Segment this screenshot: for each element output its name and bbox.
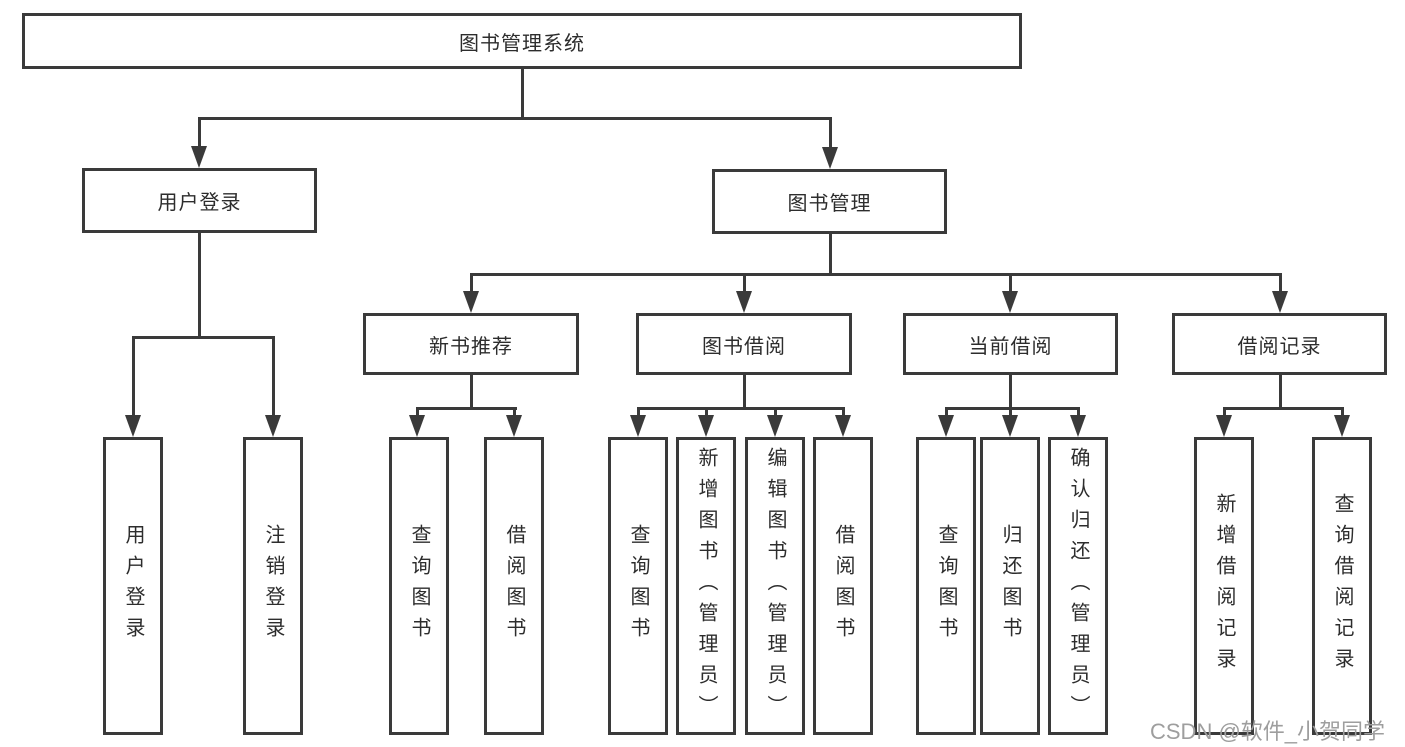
arrow-down-icon	[506, 415, 522, 437]
leaf-query-books-recommend-label: 查询图书	[408, 524, 430, 648]
leaf-borrow-books-recommend-label: 借阅图书	[503, 524, 525, 648]
leaf-query-books-borrow: 查询图书	[608, 437, 668, 735]
edge-drop-new-book-line	[469, 273, 473, 291]
edge-new-book-rail-line	[415, 407, 517, 410]
leaf-edit-book-admin: 编辑图书（管理员）	[745, 437, 805, 735]
leaf-add-borrow-record: 新增借阅记录	[1194, 437, 1254, 735]
node-book-borrow: 图书借阅	[636, 313, 852, 375]
watermark-text: CSDN @软件_小贺同学	[1150, 719, 1386, 744]
node-root-label: 图书管理系统	[459, 32, 585, 55]
edge-drop-line	[1222, 407, 1226, 415]
edge-drop-line	[512, 407, 516, 415]
edge-drop-line	[1008, 407, 1012, 415]
edge-drop-current-borrow-line	[1008, 273, 1012, 291]
edge-drop-line	[636, 407, 640, 415]
arrow-down-icon	[835, 415, 851, 437]
leaf-query-books-recommend: 查询图书	[389, 437, 449, 735]
arrow-down-icon	[1216, 415, 1232, 437]
edge-drop-user-login-line	[197, 117, 201, 146]
leaf-confirm-return-admin-label: 确认归还（管理员）	[1067, 446, 1089, 726]
node-new-book-recommend: 新书推荐	[363, 313, 579, 375]
edge-drop-line	[841, 407, 845, 415]
edge-borrow-records-stem-line	[1278, 375, 1282, 407]
node-book-management: 图书管理	[712, 169, 947, 234]
leaf-user-login: 用户登录	[103, 437, 163, 735]
arrow-down-icon	[698, 415, 714, 437]
arrow-down-icon	[1002, 415, 1018, 437]
edge-user-login-rail-line	[131, 336, 275, 339]
edge-book-management-stem-line	[828, 234, 832, 273]
arrow-down-icon	[1002, 291, 1018, 313]
node-book-borrow-label: 图书借阅	[702, 335, 786, 358]
leaf-borrow-books-recommend: 借阅图书	[484, 437, 544, 735]
edge-book-management-rail-line	[469, 273, 1282, 276]
arrow-down-icon	[938, 415, 954, 437]
edge-root-rail-line	[197, 117, 832, 120]
leaf-query-borrow-record: 查询借阅记录	[1312, 437, 1372, 735]
edge-user-login-stem-line	[197, 233, 201, 336]
arrow-down-icon	[630, 415, 646, 437]
node-book-management-label: 图书管理	[787, 193, 872, 215]
edge-book-borrow-rail-line	[636, 407, 845, 410]
leaf-add-book-admin-label: 新增图书（管理员）	[695, 446, 717, 726]
edge-drop-line	[415, 407, 419, 415]
leaf-query-borrow-record-label: 查询借阅记录	[1331, 493, 1353, 679]
arrow-down-icon	[125, 415, 141, 437]
edge-new-book-stem-line	[469, 375, 473, 407]
node-root: 图书管理系统	[22, 13, 1022, 69]
leaf-return-books-label: 归还图书	[999, 524, 1021, 648]
leaf-logout-label: 注销登录	[262, 524, 284, 648]
leaf-borrow-books-label: 借阅图书	[832, 524, 854, 648]
leaf-borrow-books: 借阅图书	[813, 437, 873, 735]
leaf-query-books-current-label: 查询图书	[935, 524, 957, 648]
arrow-down-icon	[265, 415, 281, 437]
edge-drop-borrow-records-line	[1278, 273, 1282, 291]
node-current-borrow: 当前借阅	[903, 313, 1118, 375]
node-user-login: 用户登录	[82, 168, 317, 233]
leaf-add-book-admin: 新增图书（管理员）	[676, 437, 736, 735]
leaf-query-books-borrow-label: 查询图书	[627, 524, 649, 648]
leaf-return-books: 归还图书	[980, 437, 1040, 735]
node-borrow-records-label: 借阅记录	[1237, 335, 1322, 358]
arrow-down-icon	[1070, 415, 1086, 437]
edge-drop-line	[704, 407, 708, 415]
arrow-down-icon	[822, 147, 838, 169]
edge-borrow-records-rail-line	[1222, 407, 1344, 410]
arrow-down-icon	[191, 146, 207, 168]
leaf-add-borrow-record-label: 新增借阅记录	[1213, 493, 1235, 679]
edge-drop-line	[944, 407, 948, 415]
arrow-down-icon	[767, 415, 783, 437]
edge-drop-line	[1076, 407, 1080, 415]
arrow-down-icon	[1334, 415, 1350, 437]
leaf-confirm-return-admin: 确认归还（管理员）	[1048, 437, 1108, 735]
edge-drop-leaf-user-login-line	[131, 336, 135, 415]
node-new-book-recommend-label: 新书推荐	[429, 335, 513, 358]
leaf-query-books-current: 查询图书	[916, 437, 976, 735]
leaf-logout: 注销登录	[243, 437, 303, 735]
edge-current-borrow-stem-line	[1008, 375, 1012, 407]
arrow-down-icon	[1272, 291, 1288, 313]
edge-root-stem-line	[520, 69, 524, 117]
arrow-down-icon	[736, 291, 752, 313]
edge-drop-book-borrow-line	[742, 273, 746, 291]
arrow-down-icon	[463, 291, 479, 313]
edge-drop-leaf-logout-line	[271, 336, 275, 415]
edge-book-borrow-stem-line	[742, 375, 746, 407]
edge-drop-book-management-line	[828, 117, 832, 147]
edge-drop-line	[1340, 407, 1344, 415]
node-user-login-label: 用户登录	[157, 192, 242, 214]
edge-current-borrow-rail-line	[944, 407, 1080, 410]
leaf-edit-book-admin-label: 编辑图书（管理员）	[764, 446, 786, 726]
leaf-user-login-label: 用户登录	[122, 524, 144, 648]
node-borrow-records: 借阅记录	[1172, 313, 1387, 375]
arrow-down-icon	[409, 415, 425, 437]
node-current-borrow-label: 当前借阅	[968, 335, 1053, 358]
edge-drop-line	[773, 407, 777, 415]
